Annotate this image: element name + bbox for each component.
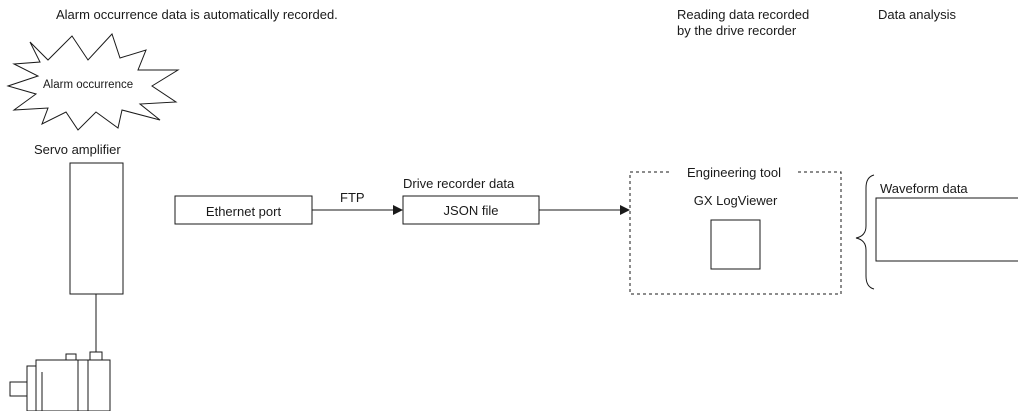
gx-logviewer-window [710, 219, 761, 270]
ftp-label: FTP [340, 190, 365, 205]
alarm-auto-record-caption: Alarm occurrence data is automatically r… [56, 7, 338, 22]
alarm-occurrence-label: Alarm occurrence [43, 79, 134, 91]
ftp-arrowhead [393, 205, 403, 215]
engineering-tool-frame [629, 171, 842, 295]
engineering-tool-title: Engineering tool [687, 165, 781, 180]
data-analysis-caption: Data analysis [878, 7, 957, 22]
waveform-data-label: Waveform data [880, 181, 968, 196]
reading-caption-line1: Reading data recorded [677, 7, 810, 22]
waveform-data-box [875, 197, 1018, 262]
ethernet-port-box [174, 195, 313, 225]
drive-recorder-data-label: Drive recorder data [403, 176, 515, 191]
alarm-burst-shape [6, 33, 180, 131]
transfer-arrowhead [620, 205, 630, 215]
reading-caption-line2: by the drive recorder [677, 23, 797, 38]
servo-amplifier-label: Servo amplifier [34, 142, 121, 157]
waveform-brace [855, 174, 875, 290]
gx-logviewer-label: GX LogViewer [693, 193, 778, 208]
ethernet-port-label: Ethernet port [205, 204, 282, 219]
servo-amplifier-box [69, 162, 124, 295]
json-file-label: JSON file [443, 203, 499, 218]
servo-motor-icon [9, 351, 111, 411]
